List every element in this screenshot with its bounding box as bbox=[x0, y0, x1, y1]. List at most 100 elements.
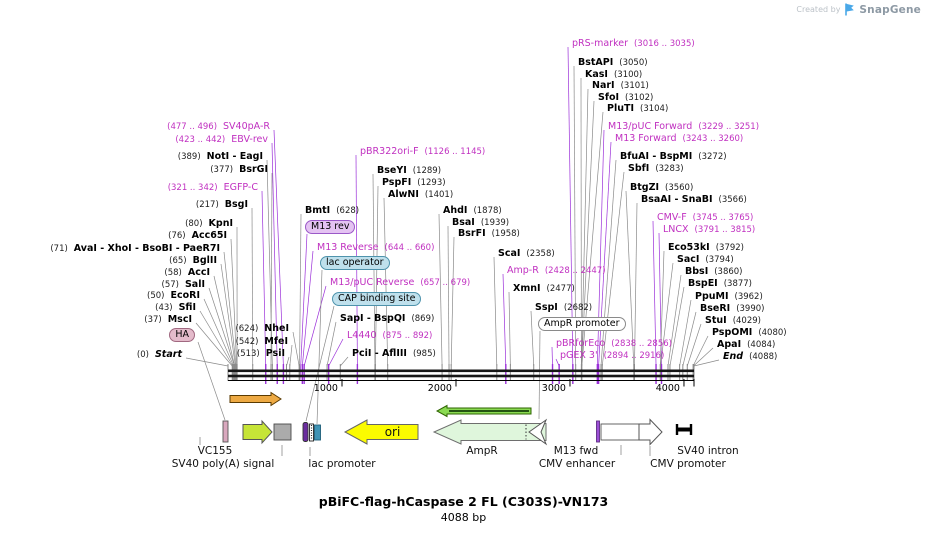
site-label-msci[interactable]: (37)MscI bbox=[144, 314, 192, 326]
feature-label-cmv-enhancer[interactable]: CMV enhancer bbox=[538, 458, 616, 470]
site-label-pbrforeco[interactable]: pBRforEco(2838 .. 2856) bbox=[556, 338, 672, 350]
site-label-bmti[interactable]: BmtI(628) bbox=[305, 205, 359, 217]
callout-line-egfp-c bbox=[261, 190, 267, 367]
site-label-sv40pa-r[interactable]: (477 .. 496)SV40pA-R bbox=[167, 121, 270, 133]
site-label-pluti[interactable]: PluTI(3104) bbox=[607, 103, 668, 115]
site-label-bstapi[interactable]: BstAPI(3050) bbox=[578, 57, 648, 69]
feature-box-label-m13-rev[interactable]: M13 rev bbox=[305, 220, 356, 234]
site-label-m13-puc-forward[interactable]: M13/pUC Forward(3229 .. 3251) bbox=[608, 121, 759, 133]
feature-label-cmv-promoter[interactable]: CMV promoter bbox=[650, 458, 726, 470]
feature-box-label-ha[interactable]: HA bbox=[169, 328, 195, 342]
backbone-bar-2[interactable] bbox=[228, 374, 694, 378]
site-position: (3272) bbox=[698, 152, 727, 162]
site-label-acci[interactable]: (58)AccI bbox=[164, 267, 210, 279]
site-label-bsrfi[interactable]: BsrFI(1958) bbox=[458, 228, 520, 240]
feature-vc155-arrow[interactable] bbox=[242, 419, 273, 445]
site-position: (3283) bbox=[655, 164, 684, 174]
site-label-kpni[interactable]: (80)KpnI bbox=[185, 218, 233, 230]
site-label-bsrgi[interactable]: (377)BsrGI bbox=[210, 164, 268, 176]
site-label-bspei[interactable]: BspEI(3877) bbox=[688, 278, 752, 290]
site-label-pgex-3[interactable]: pGEX 3'(2894 .. 2916) bbox=[560, 350, 664, 362]
feature-label-lac-promoter[interactable]: lac promoter bbox=[308, 458, 376, 470]
feature-box-label-cap-binding-site[interactable]: CAP binding site bbox=[332, 292, 422, 306]
feature-cmv-promoter-arrow[interactable] bbox=[638, 418, 663, 446]
site-label-pcii-afliii[interactable]: PciI - AflIII(985) bbox=[352, 348, 436, 360]
site-label-nhei[interactable]: (624)NheI bbox=[235, 323, 289, 335]
site-label-alwni[interactable]: AlwNI(1401) bbox=[388, 189, 453, 201]
site-name: NarI bbox=[592, 80, 615, 91]
site-label-ebv-rev[interactable]: (423 .. 442)EBV-rev bbox=[175, 134, 268, 146]
site-label-saci[interactable]: SacI(3794) bbox=[677, 254, 734, 266]
created-by-text: Created by bbox=[796, 5, 841, 14]
site-label-sspi[interactable]: SspI(2682) bbox=[535, 302, 592, 314]
site-label-start[interactable]: (0)Start bbox=[137, 349, 182, 361]
callout-line-mfei bbox=[289, 344, 293, 367]
feature-label-ampr[interactable]: AmpR bbox=[466, 445, 498, 457]
site-label-sfoi[interactable]: SfoI(3102) bbox=[598, 92, 653, 104]
feature-ori-arrow[interactable]: ori bbox=[343, 419, 419, 445]
feature-lac-promoter-glyph[interactable] bbox=[309, 423, 314, 442]
feature-lac-operator-glyph[interactable] bbox=[314, 424, 321, 441]
site-label-lncx[interactable]: LNCX(3791 .. 3815) bbox=[663, 224, 755, 236]
site-label-psii[interactable]: (513)PsiI bbox=[237, 348, 285, 360]
site-label-m13-reverse[interactable]: M13 Reverse(644 .. 660) bbox=[317, 242, 434, 254]
site-label-pbr322ori-f[interactable]: pBR322ori-F(1126 .. 1145) bbox=[360, 146, 485, 158]
site-label-mfei[interactable]: (542)MfeI bbox=[236, 336, 288, 348]
feature-ha-tag-sliver[interactable] bbox=[222, 420, 229, 443]
feature-m13-fwd-sliver[interactable] bbox=[596, 420, 600, 443]
site-label-ppumi[interactable]: PpuMI(3962) bbox=[695, 291, 763, 303]
feature-ampr-arrow[interactable] bbox=[432, 419, 547, 445]
site-label-bbsi[interactable]: BbsI(3860) bbox=[685, 266, 743, 278]
site-label-m13-puc-reverse[interactable]: M13/pUC Reverse(657 .. 679) bbox=[330, 277, 470, 289]
feature-box-label-ampr-promoter[interactable]: AmpR promoter bbox=[538, 317, 626, 331]
site-label-avai-xhoi-bsobi-paer7i[interactable]: (71)AvaI - XhoI - BsoBI - PaeR7I bbox=[50, 243, 220, 255]
site-label-bseyi[interactable]: BseYI(1289) bbox=[377, 165, 441, 177]
site-label-apai[interactable]: ApaI(4084) bbox=[717, 339, 775, 351]
feature-cmv-enhancer-box[interactable] bbox=[600, 423, 640, 441]
site-label-stui[interactable]: StuI(4029) bbox=[705, 315, 761, 327]
site-label-sapi-bspqi[interactable]: SapI - BspQI(869) bbox=[340, 313, 434, 325]
callout-line-sspi bbox=[530, 310, 535, 367]
feature-ampr-promoter-arrow[interactable] bbox=[528, 418, 548, 446]
site-label-nari[interactable]: NarI(3101) bbox=[592, 80, 649, 92]
feature-label-sv40-poly-a-signal[interactable]: SV40 poly(A) signal bbox=[171, 458, 275, 470]
site-label-cmv-f[interactable]: CMV-F(3745 .. 3765) bbox=[657, 212, 753, 224]
site-label-noti-eagi[interactable]: (389)NotI - EagI bbox=[178, 151, 263, 163]
site-label-scai[interactable]: ScaI(2358) bbox=[498, 248, 555, 260]
feature-sv40-intron-ibeam[interactable] bbox=[675, 424, 693, 435]
site-label-pspomi[interactable]: PspOMI(4080) bbox=[712, 327, 787, 339]
site-label-ahdi[interactable]: AhdI(1878) bbox=[443, 205, 502, 217]
feature-cap-binding-site-glyph[interactable] bbox=[302, 422, 309, 442]
site-label-amp-r[interactable]: Amp-R(2428 .. 2447) bbox=[507, 265, 606, 277]
feature-sv40-polya-box[interactable] bbox=[273, 423, 292, 441]
site-label-acc65i[interactable]: (76)Acc65I bbox=[168, 230, 227, 242]
site-label-bglii[interactable]: (65)BglII bbox=[169, 255, 217, 267]
feature-label-vc155[interactable]: VC155 bbox=[197, 445, 233, 457]
site-label-btgzi[interactable]: BtgZI(3560) bbox=[630, 182, 693, 194]
site-label-sbfi[interactable]: SbfI(3283) bbox=[628, 163, 684, 175]
feature-label-m13-fwd[interactable]: M13 fwd bbox=[553, 445, 599, 457]
site-label-bfuai-bspmi[interactable]: BfuAI - BspMI(3272) bbox=[620, 151, 727, 163]
feature-cds-arrow-orange[interactable] bbox=[229, 391, 282, 407]
site-label-prs-marker[interactable]: pRS-marker(3016 .. 3035) bbox=[572, 38, 695, 50]
site-label-pspfi[interactable]: PspFI(1293) bbox=[382, 177, 446, 189]
site-label-ecori[interactable]: (50)EcoRI bbox=[147, 290, 200, 302]
site-label-bsai[interactable]: BsaI(1939) bbox=[452, 217, 509, 229]
site-label-bseri[interactable]: BseRI(3990) bbox=[700, 303, 764, 315]
site-label-eco53ki[interactable]: Eco53kI(3792) bbox=[668, 242, 744, 254]
site-label-xmni[interactable]: XmnI(2477) bbox=[513, 283, 575, 295]
site-label-m13-forward[interactable]: M13 Forward(3243 .. 3260) bbox=[615, 133, 743, 145]
feature-box-label-lac-operator[interactable]: lac operator bbox=[320, 256, 390, 270]
site-label-egfp-c[interactable]: (321 .. 342)EGFP-C bbox=[168, 182, 258, 194]
site-label-kasi[interactable]: KasI(3100) bbox=[585, 69, 642, 81]
feature-label-sv40-intron[interactable]: SV40 intron bbox=[677, 445, 739, 457]
backbone-bar-1[interactable] bbox=[228, 369, 694, 373]
site-label-bsgi[interactable]: (217)BsgI bbox=[196, 199, 248, 211]
site-label-sfii[interactable]: (43)SfiI bbox=[155, 302, 196, 314]
site-position: (71) bbox=[50, 244, 68, 254]
site-label-bsaai-snabi[interactable]: BsaAI - SnaBI(3566) bbox=[641, 194, 747, 206]
site-label-sali[interactable]: (57)SalI bbox=[162, 279, 206, 291]
site-label-l4440[interactable]: L4440(875 .. 892) bbox=[347, 330, 432, 342]
site-label-end[interactable]: End(4088) bbox=[723, 351, 777, 363]
feature-thin-green-arrow[interactable] bbox=[435, 404, 532, 418]
